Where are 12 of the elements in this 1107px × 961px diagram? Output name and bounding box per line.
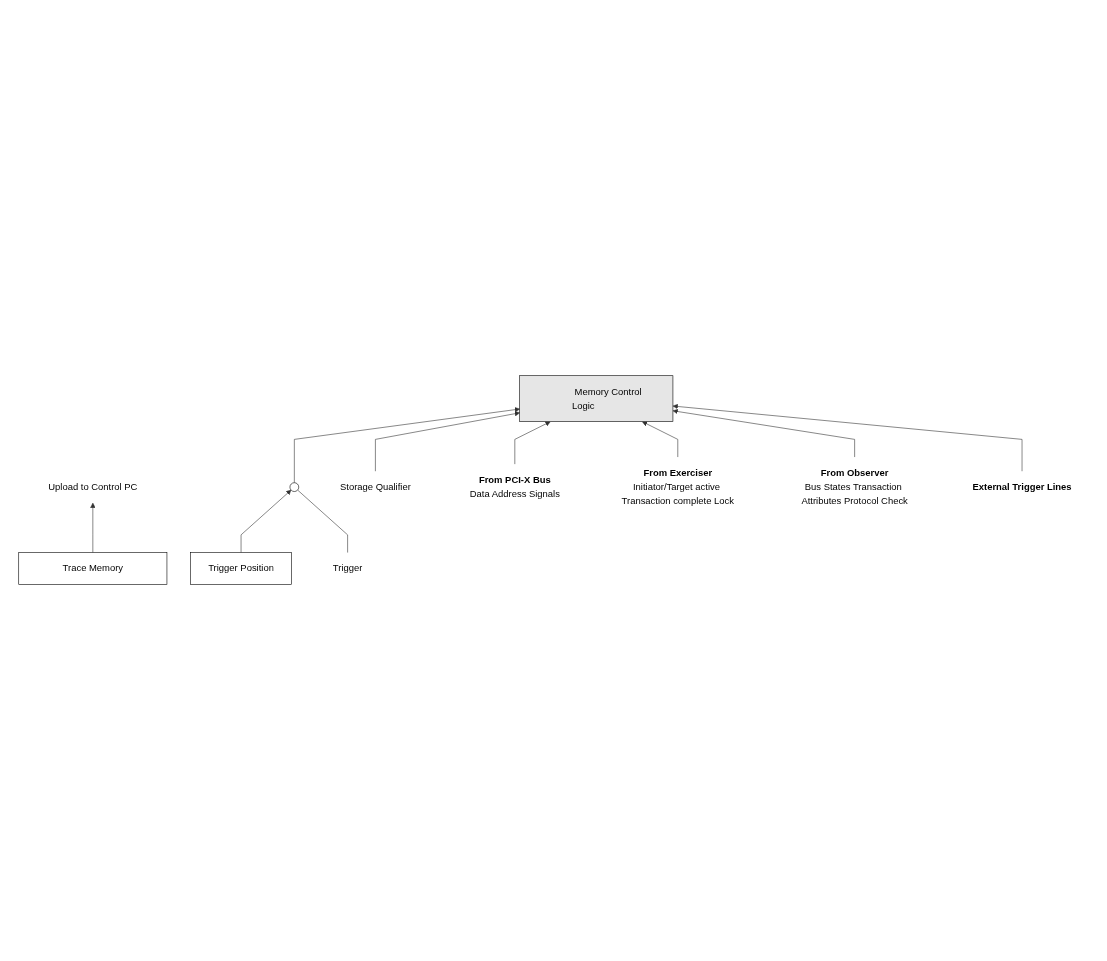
node-box: Trace Memory xyxy=(17,552,167,586)
node-box: Memory Control Logic xyxy=(518,375,673,423)
node-text: From Observer Bus States Transaction Attributes Protocol Check xyxy=(800,468,908,507)
node-circle xyxy=(289,482,299,493)
node-text: External Trigger Lines xyxy=(972,482,1072,493)
node-text: Trigger xyxy=(332,563,362,574)
connector xyxy=(296,490,348,554)
node-text: Storage Qualifier xyxy=(339,482,411,493)
node-text: From Exerciser Initiator/Target active Transaction complete Lock xyxy=(621,468,734,507)
node-text: Upload to Control PC xyxy=(47,482,137,493)
node-box: Trigger Position xyxy=(189,552,292,586)
node-text: From PCI-X Bus Data Address Signals xyxy=(469,475,560,500)
